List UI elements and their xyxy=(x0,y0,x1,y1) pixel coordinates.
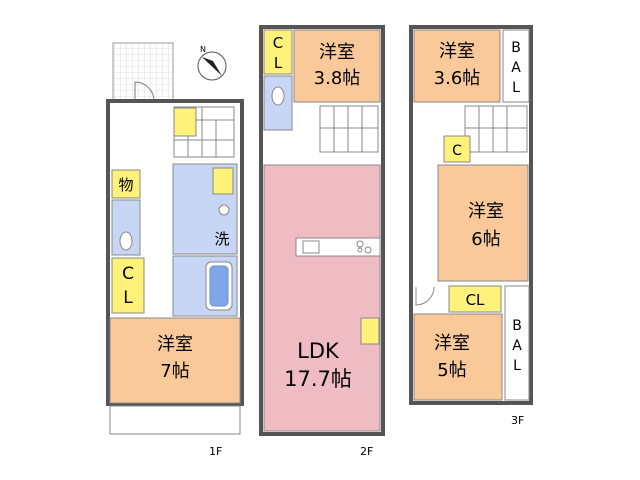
balcony-3f-top-b: B xyxy=(511,40,521,56)
stove-burner xyxy=(356,240,364,248)
bedroom-2f-size: 3.8帖 xyxy=(314,68,361,89)
kitchen-sink xyxy=(302,240,320,254)
closet-3f-b-label: CL xyxy=(466,291,485,309)
toilet-bowl-1f xyxy=(119,231,133,251)
closet-2f-c: C xyxy=(273,34,283,52)
closet-2f-l: L xyxy=(274,54,283,72)
bedroom-3f-b xyxy=(437,164,529,282)
closet-3f-b xyxy=(448,285,502,313)
bedroom-3f-a xyxy=(413,29,501,103)
entrance-porch xyxy=(112,42,174,102)
storage-room xyxy=(111,169,141,199)
floor-2f: C L 洋室 3.8帖 LDK 17.7帖 2F xyxy=(259,25,385,458)
bedroom-3f-a-name: 洋室 xyxy=(439,41,475,62)
balcony-3f-bottom-a: A xyxy=(512,338,522,354)
sink xyxy=(218,204,230,216)
floor-1f: 物 洗 C L 洋室 7帖 1F xyxy=(106,42,244,458)
bedroom-3f-c xyxy=(413,313,503,401)
bedroom-1f xyxy=(109,317,241,404)
closet-1f-l: L xyxy=(123,288,133,308)
bedroom-2f-name: 洋室 xyxy=(319,42,355,63)
closet-1f-c: C xyxy=(122,264,134,284)
bedroom-3f-c-name: 洋室 xyxy=(434,333,470,354)
stairs-3f xyxy=(464,105,528,153)
bedroom-3f-a-size: 3.6帖 xyxy=(434,68,481,89)
ldk-name: LDK xyxy=(297,339,340,363)
closet-1f xyxy=(111,257,145,314)
ldk-storage xyxy=(360,317,380,345)
floor-3f-label: 3F xyxy=(511,414,524,427)
floor-3f: 洋室 3.6帖 B A L C 洋室 6帖 CL 洋室 5帖 B xyxy=(409,25,533,427)
bedroom-2f xyxy=(293,29,381,103)
balcony-3f-bottom xyxy=(504,285,530,401)
balcony-3f-bottom-l: L xyxy=(513,358,521,374)
stairs-2f xyxy=(319,105,379,153)
ldk-size: 17.7帖 xyxy=(284,367,352,391)
door-3f-c xyxy=(415,286,435,306)
balcony-3f-top-l: L xyxy=(512,80,520,96)
bathtub-inner xyxy=(209,265,229,307)
entrance-door xyxy=(134,81,155,102)
stair-storage xyxy=(173,107,197,137)
washroom-label: 洗 xyxy=(214,230,229,248)
closet-3f-small xyxy=(443,135,471,163)
north-arrow-icon: N xyxy=(197,45,227,81)
stove-burner xyxy=(364,246,372,254)
closet-3f-small-label: C xyxy=(452,143,462,159)
floor-2f-label: 2F xyxy=(360,445,373,458)
balcony-3f-bottom-b: B xyxy=(512,318,522,334)
toilet-bowl-2f xyxy=(271,86,285,106)
bedroom-3f-b-size: 6帖 xyxy=(471,229,500,250)
balcony-3f-top-a: A xyxy=(511,60,521,76)
floor-1f-label: 1F xyxy=(209,445,222,458)
bedroom-1f-name: 洋室 xyxy=(157,334,193,355)
storage-label: 物 xyxy=(118,176,133,194)
bedroom-3f-b-name: 洋室 xyxy=(468,201,504,222)
bedroom-3f-c-size: 5帖 xyxy=(437,360,466,381)
stove-burner xyxy=(357,247,363,253)
ldk-room xyxy=(263,164,381,432)
closet-2f xyxy=(263,29,293,75)
terrace-1f xyxy=(109,405,241,435)
washer-space xyxy=(212,167,234,195)
balcony-3f-top xyxy=(502,29,530,103)
svg-text:N: N xyxy=(200,45,206,54)
bedroom-1f-size: 7帖 xyxy=(160,361,189,382)
